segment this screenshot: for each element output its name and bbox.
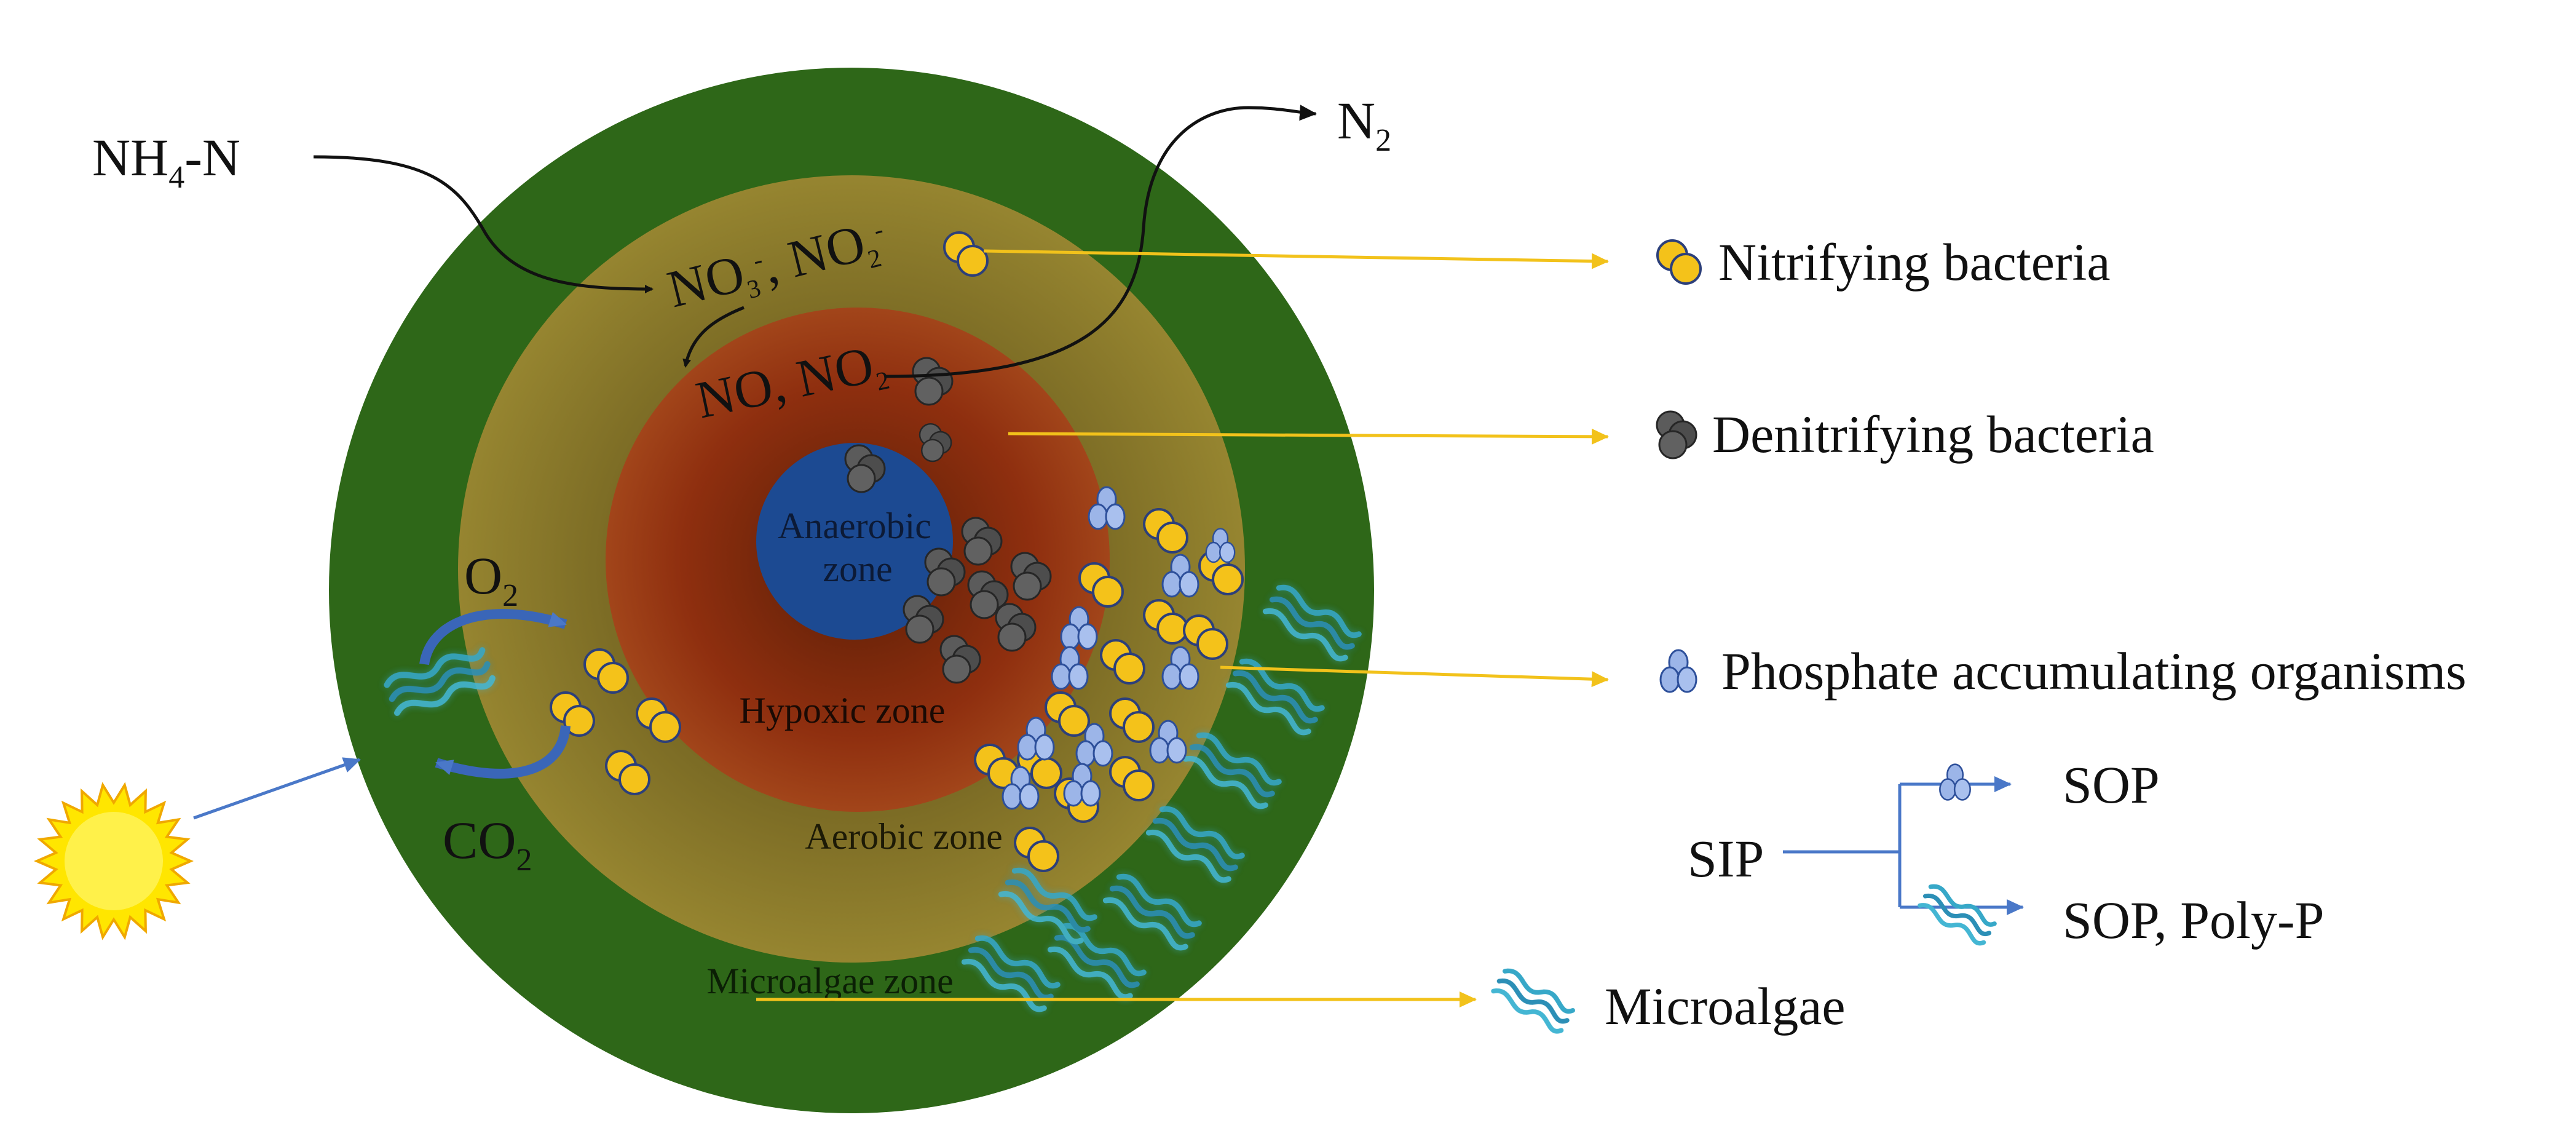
microalgae-legend-label: Microalgae [1605, 977, 1846, 1036]
pao-pointer [1220, 665, 1609, 688]
nitrifying-pointer [983, 249, 1609, 269]
microalgae-zone-label: Microalgae zone [706, 961, 953, 1001]
pao-branch-icon [1939, 763, 1971, 801]
algae-branch-icon [1918, 884, 1997, 946]
hypoxic-zone-label: Hypoxic zone [740, 690, 946, 731]
microalgae-icon [1491, 968, 1574, 1034]
oxygen-label: O2 [464, 546, 518, 613]
nitrate-to-no-arrow [682, 306, 745, 368]
ammonium-label: NH4-N [92, 128, 240, 195]
nitrogen-gas-arrow [885, 105, 1317, 378]
pao-icon [1659, 649, 1697, 693]
pao-legend-label: Phosphate accumulating organisms [1721, 642, 2467, 701]
gas-cycle [419, 609, 571, 779]
anaerobic-zone [756, 443, 953, 640]
sop-polyp-label: SOP, Poly-P [2063, 891, 2324, 950]
sop-label: SOP [2063, 755, 2160, 814]
aerobic-zone-label: Aerobic zone [805, 816, 1003, 857]
nitrifying-legend-label: Nitrifying bacteria [1718, 232, 2111, 292]
denitrifying-pointer [1008, 428, 1609, 445]
ammonium-inflow-arrow [313, 155, 654, 293]
sunlight-arrow [193, 757, 361, 820]
nitrifying-bacteria-icon [1656, 239, 1702, 285]
carbon-dioxide-label: CO2 [443, 811, 532, 878]
sip-branch-lines [1783, 776, 2024, 915]
denitrifying-bacteria-icon [1656, 410, 1697, 459]
denitrifying-legend-label: Denitrifying bacteria [1712, 405, 2154, 464]
anaerobic-zone-label-1: Anaerobic [778, 506, 931, 546]
nitrogen-gas-label: N2 [1337, 91, 1391, 158]
sun-icon [33, 782, 194, 940]
sun-core [65, 812, 163, 910]
anaerobic-zone-label-2: zone [823, 549, 892, 589]
sip-label: SIP [1688, 829, 1764, 888]
